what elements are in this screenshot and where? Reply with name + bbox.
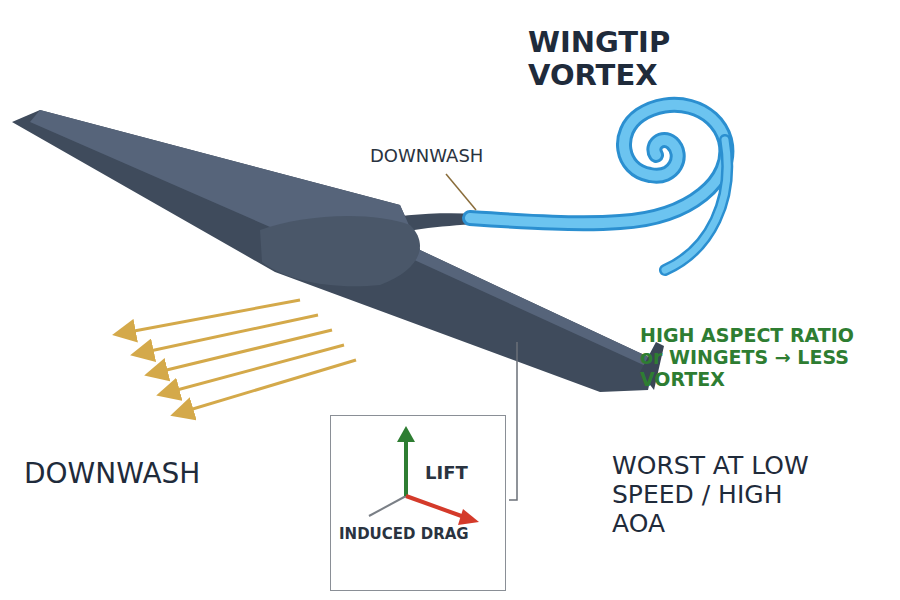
- flying-wing: [12, 110, 664, 392]
- leader-line: [446, 174, 476, 210]
- downwash-arrows: [118, 300, 356, 414]
- vortex-title: WINGTIP VORTEX: [528, 26, 728, 93]
- leader-line: [509, 342, 517, 500]
- force-inset-box: LIFT INDUCED DRAG: [330, 415, 506, 591]
- force-label: INDUCED DRAG: [339, 525, 469, 543]
- wingtip-vortex: [470, 105, 727, 270]
- force-label: LIFT: [425, 462, 468, 483]
- condition-note: WORST AT LOW SPEED / HIGH AOA: [612, 452, 812, 538]
- downwash-label: DOWNWASH: [370, 146, 483, 167]
- force-axes: [331, 416, 507, 592]
- downwash-label: DOWNWASH: [24, 458, 200, 490]
- design-note: HIGH ASPECT RATIO or WINGETS → LESS VORT…: [640, 325, 875, 391]
